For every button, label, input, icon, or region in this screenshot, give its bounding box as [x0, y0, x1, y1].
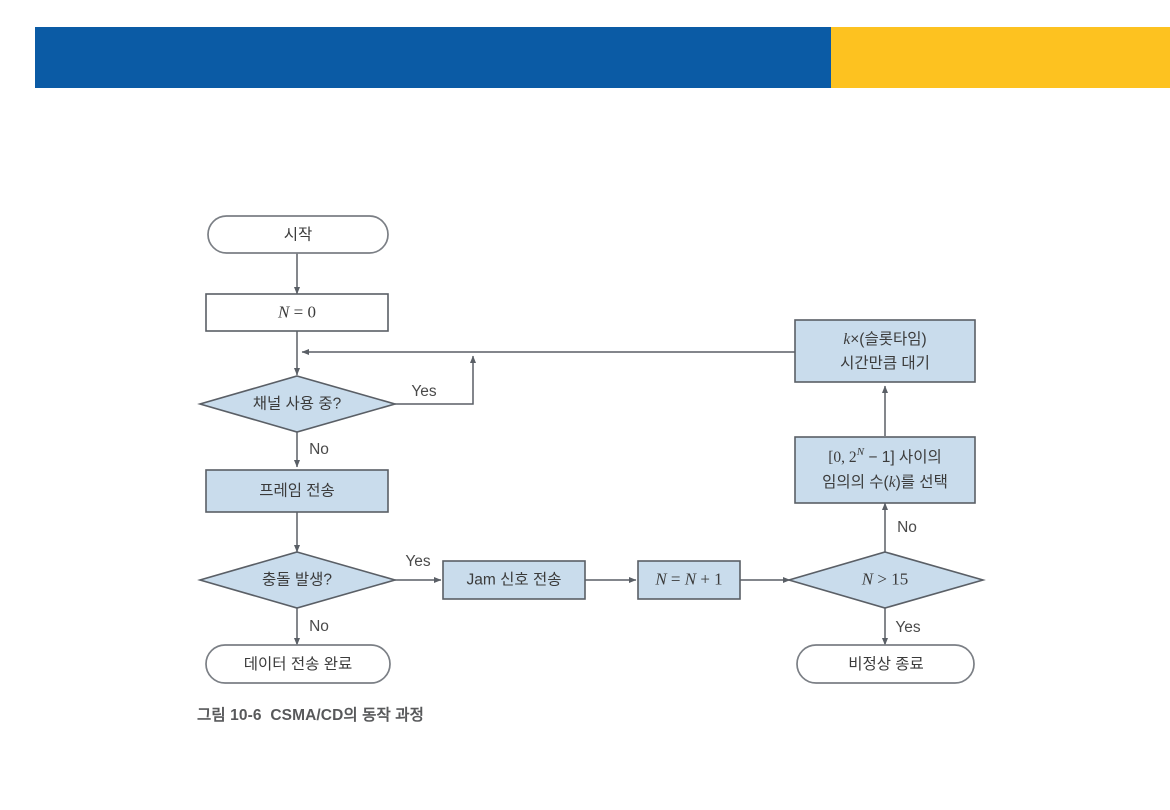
node-backoff-l2b: )를 선택 — [896, 473, 948, 491]
node-busy-label: 채널 사용 중? — [253, 395, 342, 413]
node-backoff-l2a: 임의의 수( — [822, 473, 889, 491]
node-transfer-complete[interactable]: 데이터 전송 완료 — [205, 644, 391, 684]
node-start[interactable]: 시작 — [207, 215, 389, 254]
node-backoff-l1sup: N — [856, 446, 865, 458]
node-backoff-line1: [0, 2N − 1] 사이의 — [828, 446, 941, 467]
node-backoff-select[interactable]: [0, 2N − 1] 사이의 임의의 수(k)를 선택 — [794, 436, 976, 504]
node-start-label: 시작 — [284, 226, 313, 244]
edge-label-collision-no: No — [309, 618, 329, 635]
node-init-label: N = 0 — [277, 302, 316, 321]
node-jam-signal[interactable]: Jam 신호 전송 — [442, 560, 586, 600]
node-limit-decision[interactable]: N > 15 — [786, 551, 986, 609]
node-limit-label: N > 15 — [861, 569, 908, 588]
node-backoff-l1a: [0, 2 — [828, 449, 856, 466]
header-band — [35, 27, 1170, 88]
node-jam-label: Jam 신호 전송 — [467, 571, 562, 589]
edge-label-limit-yes: Yes — [895, 619, 921, 636]
node-wait-slot-time[interactable]: k×(슬롯타임) 시간만큼 대기 — [794, 319, 976, 383]
header-bar-blue — [35, 27, 831, 88]
edge-label-limit-no: No — [897, 519, 917, 536]
node-init-rest: = 0 — [289, 302, 316, 321]
edge-label-collision-yes: Yes — [405, 553, 431, 570]
edge-label-busy-no: No — [309, 441, 329, 458]
edge-busy-yes-loop — [395, 355, 477, 405]
node-collision-label: 충돌 발생? — [262, 571, 332, 589]
edge-label-busy-yes: Yes — [411, 383, 437, 400]
node-done-label: 데이터 전송 완료 — [244, 655, 352, 673]
node-increment-label: N = N + 1 — [654, 569, 722, 588]
node-send-frame[interactable]: 프레임 전송 — [205, 469, 389, 513]
node-abort-label: 비정상 종료 — [848, 655, 924, 673]
node-backoff-l1b: − 1] 사이의 — [864, 448, 942, 466]
node-init-var: N — [277, 302, 291, 321]
node-abnormal-end[interactable]: 비정상 종료 — [796, 644, 975, 684]
node-wait-line1: k×(슬롯타임) — [843, 330, 926, 348]
node-backoff-l2k: k — [889, 474, 897, 491]
node-wait-l1k: k — [843, 331, 851, 348]
node-collision-decision[interactable]: 충돌 발생? — [197, 551, 398, 609]
node-busy-decision[interactable]: 채널 사용 중? — [197, 375, 398, 433]
node-send-label: 프레임 전송 — [259, 482, 335, 500]
node-init[interactable]: N = 0 — [205, 293, 389, 332]
figure-caption: 그림 10-6 CSMA/CD의 동작 과정 — [197, 707, 425, 724]
header-bar-yellow — [831, 27, 1170, 88]
node-increment-n[interactable]: N = N + 1 — [637, 560, 741, 600]
node-backoff-line2: 임의의 수(k)를 선택 — [822, 473, 948, 491]
node-wait-l1rest: ×(슬롯타임) — [850, 330, 926, 348]
node-wait-line2: 시간만큼 대기 — [840, 354, 930, 372]
